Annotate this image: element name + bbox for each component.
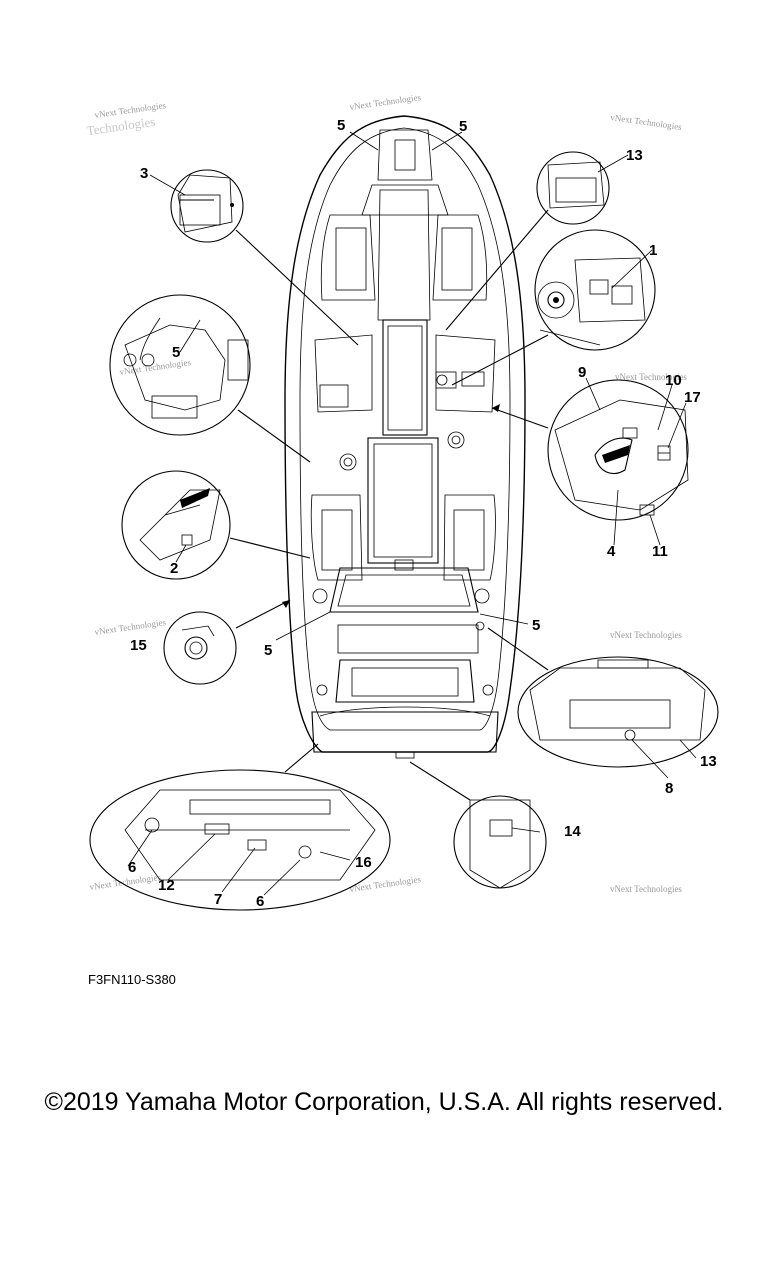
- boat-label-diagram: vNext Technologies Technologies vNext Te…: [86, 92, 719, 911]
- detail-callout-14: [409, 761, 547, 889]
- callout-label: 5: [172, 344, 180, 361]
- watermark-text: vNext Technologies: [349, 92, 422, 112]
- callout-label: 1: [649, 242, 657, 259]
- watermark-text: vNext Technologies: [610, 112, 683, 132]
- callout-label: 11: [652, 543, 668, 560]
- figure-code: F3FN110-S380: [88, 972, 176, 987]
- detail-callout-rear-swim-platform: [89, 743, 391, 911]
- watermark-text: vNext Technologies: [615, 372, 687, 382]
- callout-label: 3: [140, 165, 148, 182]
- callout-label: 17: [684, 389, 701, 406]
- watermark-text: vNext Technologies: [610, 630, 682, 640]
- watermark-text: vNext Technologies: [610, 884, 682, 894]
- detail-callout-13-rear: [487, 627, 719, 768]
- callout-label: 8: [665, 780, 673, 797]
- callout-label: 6: [256, 893, 264, 910]
- watermark-text: vNext Technologies: [349, 874, 422, 894]
- detail-callout-5-left: [109, 294, 311, 463]
- copyright-notice: ©2019 Yamaha Motor Corporation, U.S.A. A…: [44, 1088, 724, 1116]
- detail-callout-1: [451, 229, 656, 386]
- detail-callout-3: [170, 169, 359, 346]
- callout-label: 5: [337, 117, 345, 134]
- detail-callout-2: [121, 470, 311, 580]
- callout-label: 14: [564, 823, 581, 840]
- detail-callout-throttle: [491, 379, 689, 521]
- callout-label: 7: [214, 891, 222, 908]
- callout-label: 5: [459, 118, 467, 135]
- callout-label: 15: [130, 637, 147, 654]
- callout-label: 5: [264, 642, 272, 659]
- callout-label: 16: [355, 854, 372, 871]
- leader-lines: [127, 131, 697, 896]
- callout-label: 10: [665, 372, 682, 389]
- boat-hull-top-view: [284, 115, 526, 759]
- callout-label: 4: [607, 543, 616, 560]
- callout-label: 13: [700, 753, 717, 770]
- callout-label: 6: [128, 859, 136, 876]
- callout-label: 9: [578, 364, 586, 381]
- watermark-text: vNext Technologies: [119, 357, 192, 377]
- callout-numbers: 5 5 13 3 1 5 9 10 17 4 11 2 15 5 5 13 8 …: [128, 117, 717, 910]
- callout-label: 5: [532, 617, 540, 634]
- watermark-text: vNext Technologies: [89, 872, 162, 892]
- callout-label: 12: [158, 877, 175, 894]
- detail-callout-13-top: [445, 151, 610, 331]
- callout-label: 2: [170, 560, 178, 577]
- callout-label: 13: [626, 147, 643, 164]
- watermark-text: vNext Technologies: [94, 617, 167, 637]
- detail-callout-15: [163, 599, 291, 685]
